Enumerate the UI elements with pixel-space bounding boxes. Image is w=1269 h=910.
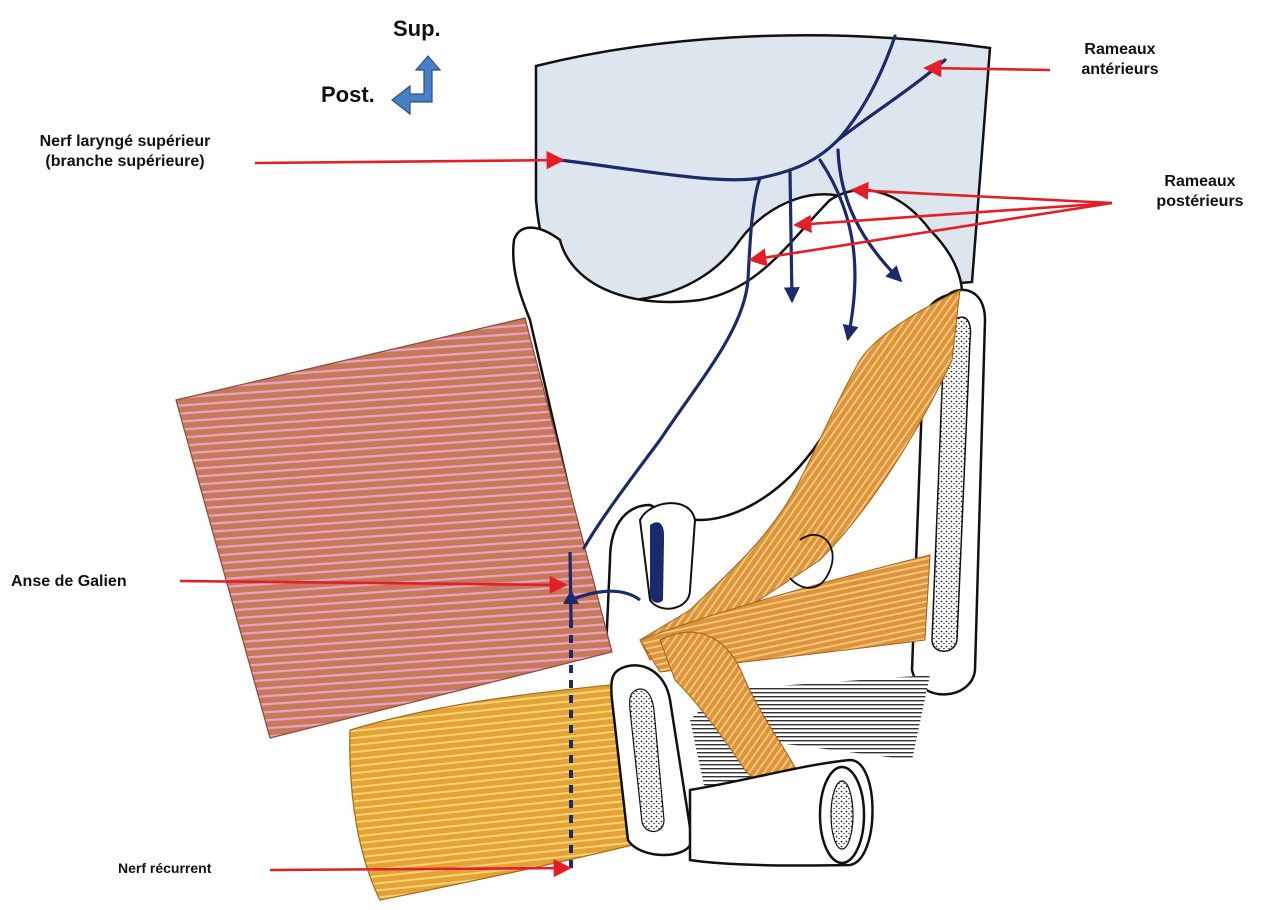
orientation-arrow-icon bbox=[392, 56, 440, 114]
label-nerf-recurrent: Nerf récurrent bbox=[118, 860, 211, 878]
label-rameaux-anterieurs-line2: antérieurs bbox=[1060, 60, 1180, 80]
label-nerf-larynge-superieur-line2: (branche supérieure) bbox=[6, 152, 244, 172]
label-anse-de-galien: Anse de Galien bbox=[11, 572, 127, 592]
arytenoid-cartilage bbox=[640, 503, 695, 609]
label-rameaux-anterieurs: Rameaux antérieurs bbox=[1060, 40, 1180, 81]
arytenoid-dark bbox=[650, 522, 664, 602]
label-rameaux-posterieurs-line1: Rameaux bbox=[1136, 172, 1264, 192]
cricoid-ring-core bbox=[831, 781, 853, 849]
label-nerf-larynge-superieur: Nerf laryngé supérieur (branche supérieu… bbox=[6, 132, 244, 173]
label-rameaux-posterieurs: Rameaux postérieurs bbox=[1136, 172, 1264, 213]
label-rameaux-anterieurs-line1: Rameaux bbox=[1060, 40, 1180, 60]
arrow-nerf-larynge-superieur bbox=[255, 160, 563, 163]
orientation-posterior-label: Post. bbox=[321, 82, 375, 108]
label-nerf-larynge-superieur-line1: Nerf laryngé supérieur bbox=[6, 132, 244, 152]
orientation-superior-label: Sup. bbox=[393, 16, 441, 42]
label-rameaux-posterieurs-line2: postérieurs bbox=[1136, 192, 1264, 212]
